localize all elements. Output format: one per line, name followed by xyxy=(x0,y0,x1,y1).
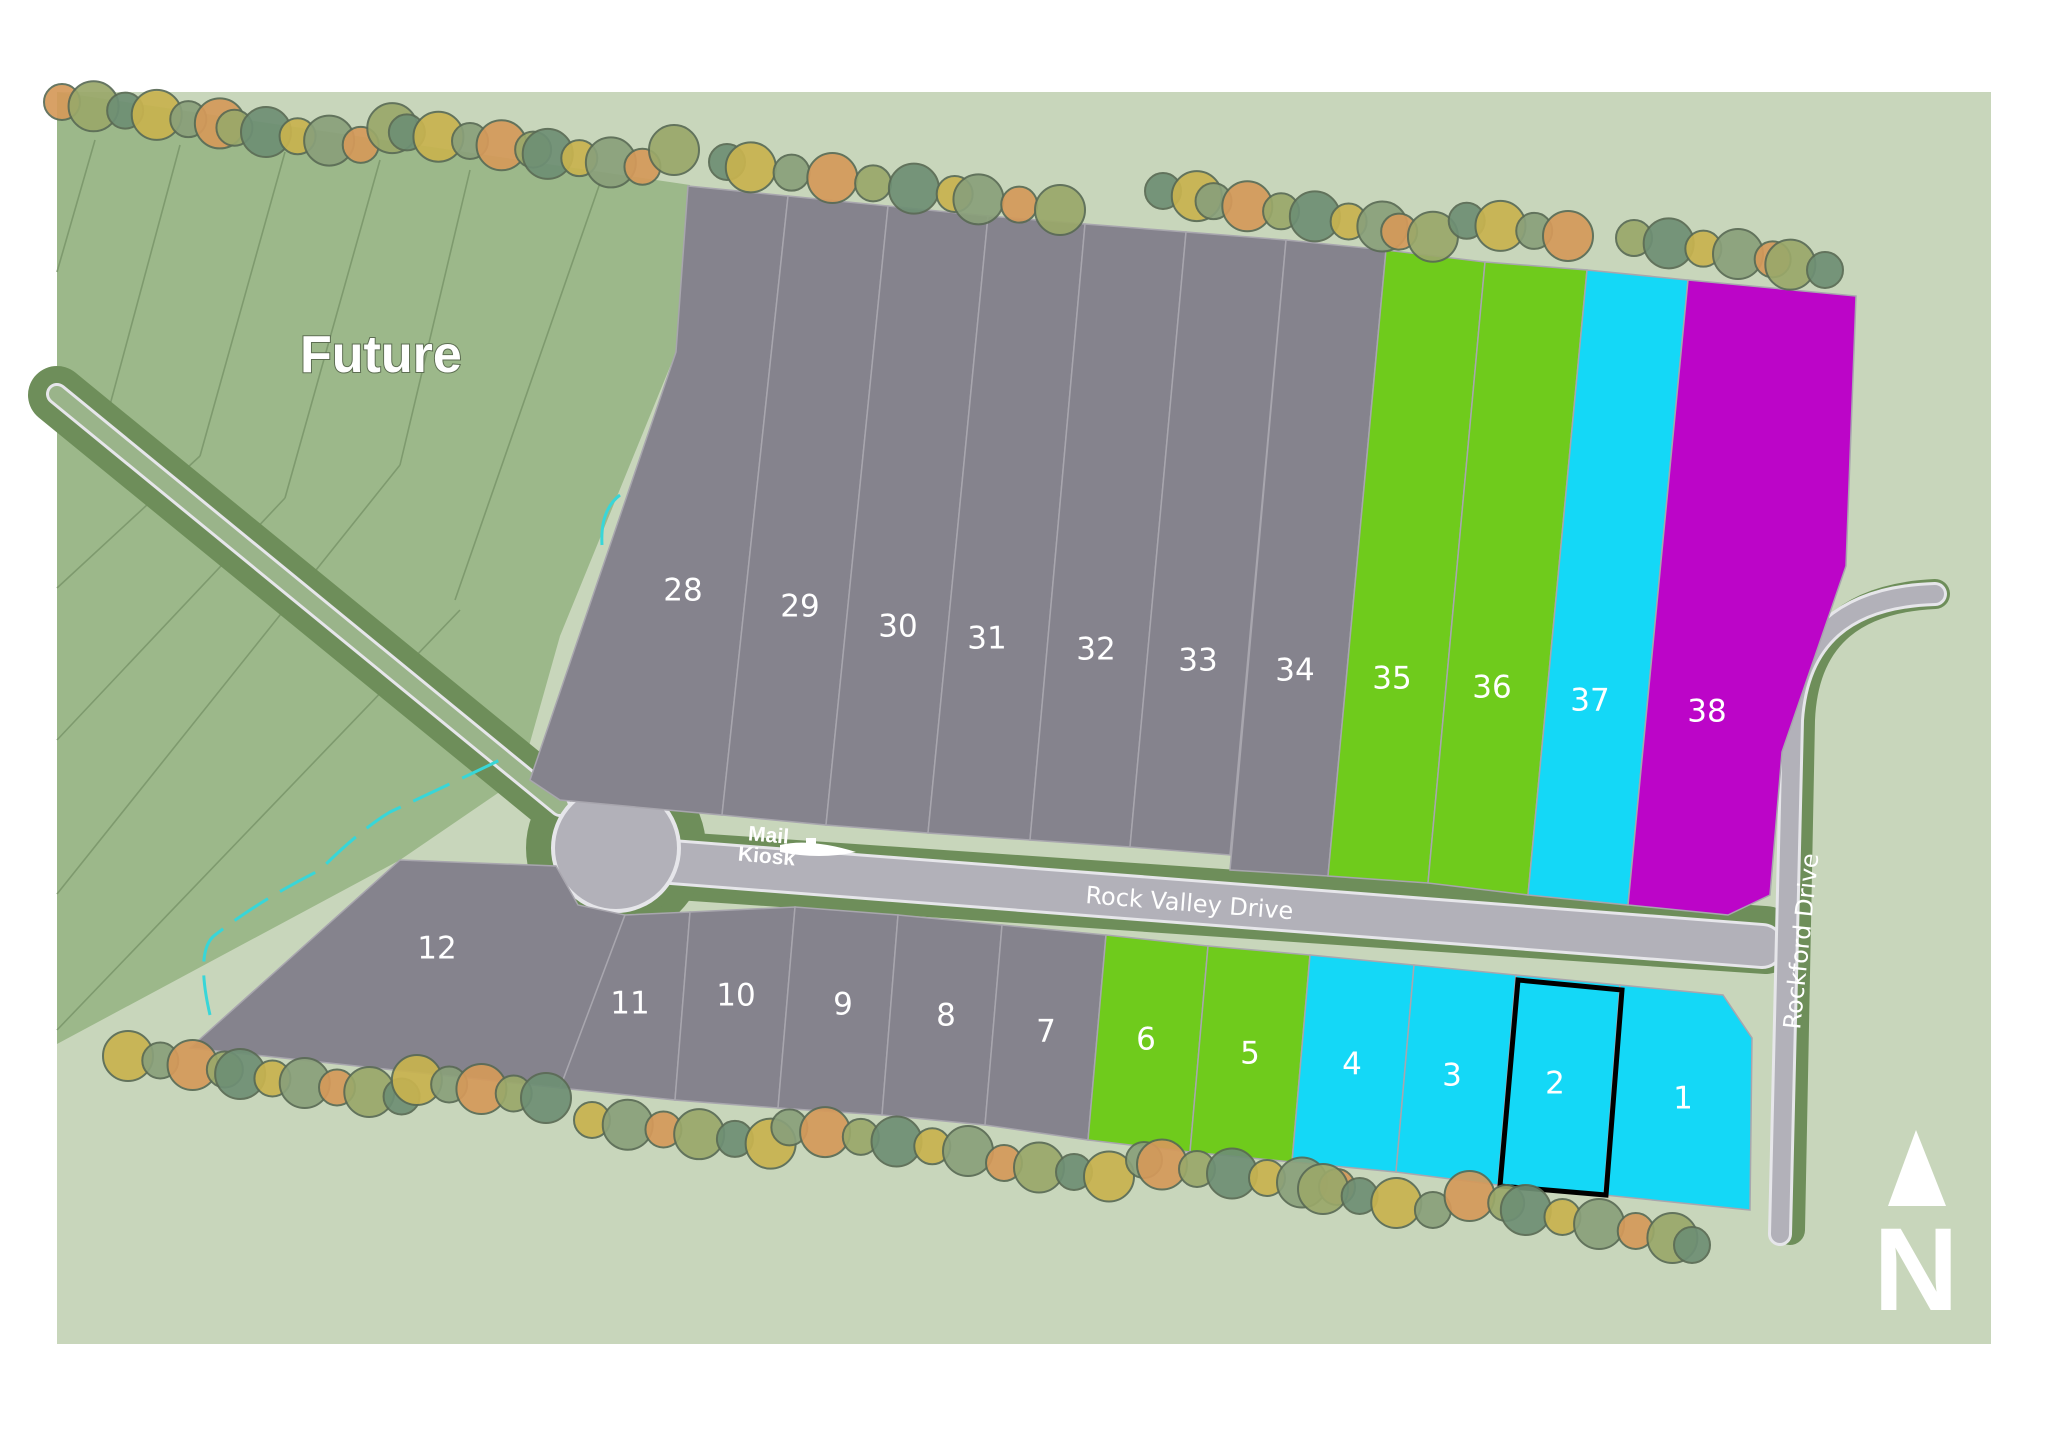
tree-icon xyxy=(1806,251,1844,289)
lot-number-5: 5 xyxy=(1240,1036,1260,1072)
tree-icon xyxy=(1297,1163,1349,1215)
tree-icon xyxy=(887,162,940,215)
lot-number-8: 8 xyxy=(936,998,956,1034)
lot-number-1: 1 xyxy=(1673,1081,1693,1117)
north-letter: N xyxy=(1873,1204,1958,1336)
lot-number-9: 9 xyxy=(833,987,853,1023)
tree-icon xyxy=(942,1125,994,1177)
north-arrow: N xyxy=(1873,1130,1959,1336)
north-arrow-icon xyxy=(1888,1130,1946,1206)
future-area xyxy=(57,92,690,1044)
tree-icon xyxy=(1083,1150,1135,1203)
lot-number-36: 36 xyxy=(1472,670,1511,706)
lot-number-11: 11 xyxy=(610,986,649,1022)
lot-number-37: 37 xyxy=(1570,683,1609,719)
tree-icon xyxy=(1034,184,1086,236)
lot-number-2: 2 xyxy=(1545,1066,1565,1102)
lot-number-29: 29 xyxy=(780,589,819,625)
lots-north xyxy=(529,185,1857,916)
tree-icon xyxy=(1443,1170,1496,1222)
lot-number-30: 30 xyxy=(878,609,917,645)
lot-number-10: 10 xyxy=(716,978,755,1014)
kiosk-label-line1: Mail xyxy=(747,822,790,848)
lot-number-34: 34 xyxy=(1275,653,1314,689)
tree-icon xyxy=(1499,1184,1552,1236)
tree-icon xyxy=(1370,1177,1423,1229)
lot-number-7: 7 xyxy=(1036,1014,1056,1050)
tree-icon xyxy=(952,173,1005,226)
tree-icon xyxy=(772,153,811,192)
tree-icon xyxy=(1573,1198,1626,1250)
tree-layer xyxy=(43,80,1844,1264)
kiosk-label-line2: Kiosk xyxy=(737,843,796,871)
lot-38[interactable] xyxy=(1627,279,1857,916)
future-label: Future xyxy=(300,326,462,384)
lot-number-4: 4 xyxy=(1342,1047,1362,1083)
lot-number-32: 32 xyxy=(1076,632,1115,668)
tree-icon xyxy=(854,164,893,203)
tree-icon xyxy=(520,1072,572,1124)
tree-icon xyxy=(724,141,777,194)
tree-icon xyxy=(1000,185,1039,224)
tree-icon xyxy=(806,152,859,204)
lot-number-38: 38 xyxy=(1687,694,1726,730)
creek-upper xyxy=(600,493,621,546)
kiosk-box xyxy=(806,838,816,846)
lot-number-31: 31 xyxy=(967,621,1006,657)
mail-kiosk[interactable]: Mail Kiosk xyxy=(737,822,856,871)
lot-number-6: 6 xyxy=(1136,1022,1156,1058)
tree-icon xyxy=(1673,1226,1711,1264)
tree-icon xyxy=(648,124,700,176)
lot-33[interactable] xyxy=(1129,231,1287,856)
kiosk-icon xyxy=(780,842,856,856)
lot-number-12: 12 xyxy=(417,931,456,967)
lot-number-33: 33 xyxy=(1178,643,1217,679)
creek xyxy=(202,753,511,1016)
tree-icon xyxy=(1542,210,1594,262)
lot-number-28: 28 xyxy=(663,573,702,609)
selected-lot-outline xyxy=(1497,977,1625,1198)
lots-south xyxy=(188,859,1753,1211)
lot-number-3: 3 xyxy=(1442,1058,1462,1094)
lot-number-35: 35 xyxy=(1372,661,1411,697)
